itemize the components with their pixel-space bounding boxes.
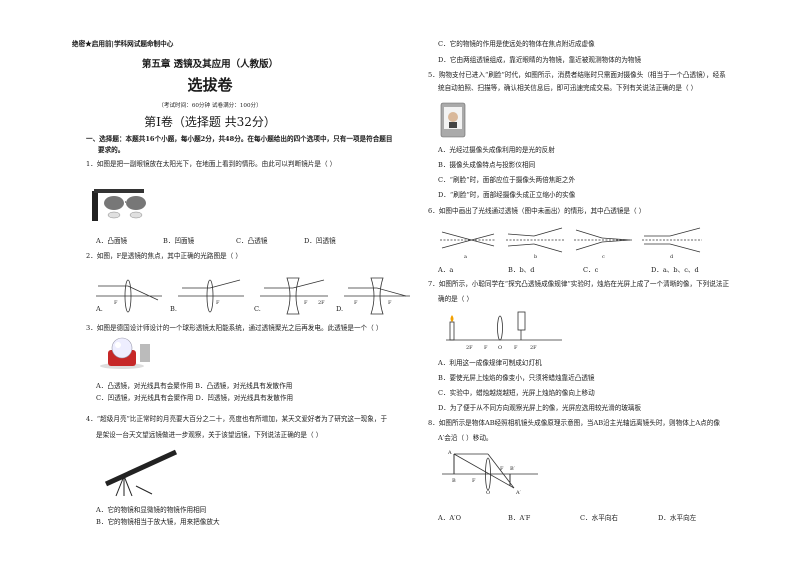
q2-option-c: C. <box>254 305 261 313</box>
q8-label-b: B <box>452 478 456 484</box>
q7-optical-bench-figure: 2F F O F 2F <box>446 311 562 351</box>
q8-label-o: O <box>486 490 490 496</box>
q8-stem-1: 8．如图所示是物体AB经照相机镜头成像原理示意图，当AB沿主光轴远离镜头时，则物… <box>428 419 720 427</box>
q6-label-c: c <box>602 254 605 260</box>
q8-label-f-left: F <box>472 478 476 484</box>
q6-option-a: A．a <box>438 266 454 274</box>
q2-label-b-f: F <box>216 300 220 306</box>
q7-label-f-left: F <box>484 345 488 351</box>
q3-sphere-lens-figure <box>100 337 150 369</box>
q1-option-d: D．凹透镜 <box>304 237 336 245</box>
q2-stem: 2．如图，F是透镜的焦点，其中正确的光路图是（ ） <box>86 252 242 260</box>
q4-option-b: B．它的物镜相当于放大镜，用来把像放大 <box>96 518 220 526</box>
q6-option-d: D．a、b、c、d <box>651 266 699 274</box>
q4-option-a: A．它的物镜和显微镜的物镜作用相同 <box>96 506 207 514</box>
q2-light-path-figures: F F F 2F F F <box>96 277 410 315</box>
q5-option-a: A．光经过摄像头成像利用的是光的反射 <box>438 146 555 154</box>
q2-option-a: A. <box>96 305 103 313</box>
q8-option-d: D．水平向左 <box>658 514 697 522</box>
paper-title: 选拔卷 <box>187 76 233 94</box>
q6-label-a: a <box>464 254 467 260</box>
q8-label-f-right: F <box>500 466 504 472</box>
q5-option-c: C．“刷脸”时，面部应位于摄像头两倍焦距之外 <box>438 176 576 184</box>
q2-label-c-f: F <box>304 300 308 306</box>
q8-stem-2: A′会沿（ ）移动。 <box>438 434 493 442</box>
q1-option-a: A．凸面镜 <box>96 237 128 245</box>
q2-label-c-2f: 2F <box>318 300 325 306</box>
q3-options-ab: A．凸透镜，对光线具有会聚作用 B．凸透镜，对光线具有发散作用 <box>96 382 293 390</box>
q5-option-b: B．摄像头成像特点与投影仪相同 <box>438 161 536 169</box>
q8-option-c: C．水平向右 <box>580 514 619 522</box>
q3-options-cd: C．凹透镜，对光线具有会聚作用 D．凹透镜，对光线具有发散作用 <box>96 394 294 402</box>
q7-option-d: D．为了便于从不同方向观察光屏上的像，光屏应选用较光滑的玻璃板 <box>438 404 642 412</box>
section-instruction-2: 要求的。 <box>98 146 125 154</box>
q7-stem-1: 7．如图所示，小聪同学在“探究凸透镜成像规律”实验时，烛焰在光屏上成了一个清晰的… <box>428 280 730 288</box>
q5-stem-2: 统自动拍照、扫描等，确认相关信息后，即可迅速完成交易。下列有关说法正确的是（ ） <box>438 84 698 92</box>
q5-option-d: D．“刷脸”时，面部经摄像头成正立缩小的实像 <box>438 191 576 199</box>
section-instruction-1: 一、选择题：本题共16个小题，每小题2分，共48分。在每小题给出的四个选项中，只… <box>86 135 393 143</box>
q8-label-a-prime: A′ <box>515 490 522 496</box>
q8-option-b: B．A′F <box>508 514 531 522</box>
q5-face-pay-terminal-figure <box>440 102 466 138</box>
q4-option-c: C．它的物镜的作用是使远处的物体在焦点附近成虚像 <box>438 40 595 48</box>
q6-label-b: b <box>534 254 537 260</box>
q5-stem-1: 5．购物支付已进入“刷脸”时代，如图所示，消费者结账时只需面对摄像头（相当于一个… <box>428 71 726 79</box>
q7-stem-2: 确的是（ ） <box>438 295 474 303</box>
q6-ray-figures: a b c d <box>440 227 702 260</box>
volume-title: 第Ⅰ卷（选择题 共32分） <box>144 115 276 129</box>
q7-label-2f-right: 2F <box>530 345 537 351</box>
q2-option-b: B. <box>170 305 177 313</box>
q3-stem: 3．如图是德国设计师设计的一个球形透镜太阳能系统，通过透镜聚光之后再发电。此透镜… <box>86 324 383 332</box>
q6-label-d: d <box>670 254 674 260</box>
q1-glasses-figure <box>92 189 146 221</box>
q8-label-b-prime: B′ <box>510 466 516 472</box>
q6-option-b: B．b、d <box>508 266 535 274</box>
chapter-title: 第五章 透镜及其应用（人教版） <box>141 59 279 70</box>
q8-option-a: A．A′O <box>438 514 462 522</box>
q4-option-d: D．它由两组透镜组成，靠近眼睛的为物镜，靠近被观测物体的为物镜 <box>438 56 642 64</box>
q4-stem-2: 是架设一台天文望远镜做进一步观察，关于该望远镜，下列说法正确的是（ ） <box>96 431 323 439</box>
q4-stem-1: 4．“超级月亮”比正常时的月亮要大百分之二十，亮度也有所增加，某天文爱好者为了研… <box>86 415 388 423</box>
q2-label-d-f2: F <box>388 300 392 306</box>
q7-label-2f-left: 2F <box>466 345 473 351</box>
q1-option-c: C．凸透镜 <box>236 237 268 245</box>
q7-label-f-right: F <box>514 345 518 351</box>
q8-label-a: A <box>447 450 452 456</box>
q8-camera-imaging-figure: A B F O F B′ A′ <box>442 450 538 496</box>
q1-option-b: B．凹面镜 <box>163 237 195 245</box>
q2-option-d: D. <box>336 305 344 313</box>
q7-option-a: A．利用这一成像规律可制成幻灯机 <box>438 359 542 367</box>
q4-telescope-figure <box>104 449 178 497</box>
q2-label-a-f: F <box>114 300 118 306</box>
q6-option-c: C．c <box>583 266 599 274</box>
q7-option-b: B．要使光屏上烛焰的像变小，只须将蜡烛靠近凸透镜 <box>438 374 595 382</box>
q1-stem: 1．如图是把一副眼镜放在太阳光下，在地面上看到的情形。由此可以判断镜片是（ ） <box>86 160 337 168</box>
exam-info: （考试时间：60分钟 试卷满分：100分） <box>158 103 262 109</box>
secret-label: 绝密★启用前|学科网试题命制中心 <box>72 40 174 48</box>
q7-option-c: C．实验中，蜡烛越烧越短，光屏上烛焰的像向上移动 <box>438 389 595 397</box>
q2-label-d-f1: F <box>354 300 358 306</box>
q6-stem: 6．如图中画出了光线通过透镜（图中未画出）的情形，其中凸透镜是（ ） <box>428 207 646 215</box>
q7-label-o: O <box>498 345 502 351</box>
